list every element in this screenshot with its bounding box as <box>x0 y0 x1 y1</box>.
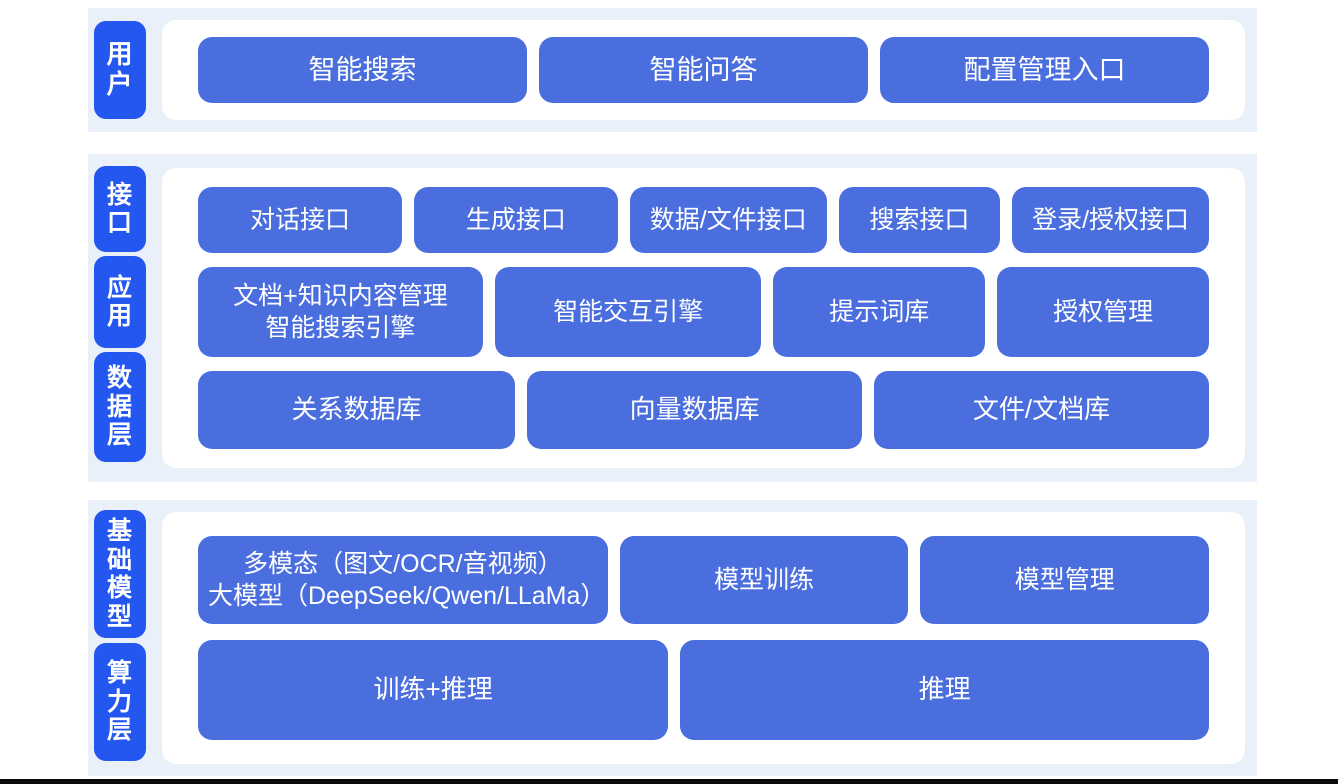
layer-tab-foundation-model[interactable]: 基 础 模 型 <box>94 510 146 638</box>
application-row: 文档+知识内容管理 智能搜索引擎 智能交互引擎 提示词库 授权管理 <box>198 267 1209 357</box>
box-model-management[interactable]: 模型管理 <box>920 536 1210 624</box>
box-config-management-entry[interactable]: 配置管理入口 <box>880 37 1209 103</box>
layer-band-user: 用 户 智能搜索 智能问答 配置管理入口 <box>88 8 1257 132</box>
layer-tab-compute-power-char-2: 层 <box>106 716 133 745</box>
layer-tab-foundation-model-char-3: 型 <box>106 602 133 631</box>
model-row: 多模态（图文/OCR/音视频） 大模型（DeepSeek/Qwen/LLaMa）… <box>198 536 1210 624</box>
layer-tab-foundation-model-char-0: 基 <box>106 517 133 545</box>
layer-tab-foundation-model-char-1: 础 <box>106 545 133 574</box>
box-model-training[interactable]: 模型训练 <box>619 536 909 624</box>
box-prompt-library[interactable]: 提示词库 <box>773 267 986 357</box>
layer-tab-data[interactable]: 数 据 层 <box>94 352 146 462</box>
box-login-auth-interface[interactable]: 登录/授权接口 <box>1012 187 1209 253</box>
box-authorization-management[interactable]: 授权管理 <box>997 267 1209 357</box>
layer-tab-interface-char-0: 接 <box>106 180 133 209</box>
box-training-and-inference[interactable]: 训练+推理 <box>198 640 669 740</box>
layer-tab-application-char-0: 应 <box>106 273 133 302</box>
layer-panel-base: 多模态（图文/OCR/音视频） 大模型（DeepSeek/Qwen/LLaMa）… <box>162 512 1245 764</box>
data-row: 关系数据库 向量数据库 文件/文档库 <box>198 371 1209 449</box>
layer-tab-user-char-1: 户 <box>106 69 134 99</box>
box-inference[interactable]: 推理 <box>680 640 1209 740</box>
box-document-knowledge-content-management[interactable]: 文档+知识内容管理 智能搜索引擎 <box>198 267 483 357</box>
box-file-document-store[interactable]: 文件/文档库 <box>874 371 1209 449</box>
layer-tab-compute-power-char-0: 算 <box>106 659 133 688</box>
layer-tab-data-char-1: 据 <box>106 392 133 421</box>
layer-tab-column-middle: 接 口 应 用 数 据 层 <box>88 154 152 482</box>
layer-tab-user-char-0: 用 <box>106 39 134 70</box>
layer-tab-user[interactable]: 用 户 <box>94 21 146 119</box>
layer-tab-interface[interactable]: 接 口 <box>94 166 146 252</box>
box-multimodal-large-model[interactable]: 多模态（图文/OCR/音视频） 大模型（DeepSeek/Qwen/LLaMa） <box>198 536 608 624</box>
user-row: 智能搜索 智能问答 配置管理入口 <box>198 37 1209 103</box>
box-relational-database[interactable]: 关系数据库 <box>198 371 516 449</box>
box-smart-search[interactable]: 智能搜索 <box>198 37 527 103</box>
layer-tab-application-char-1: 用 <box>106 302 133 330</box>
layer-band-base: 基 础 模 型 算 力 层 多模态（图文/OCR/音视频） 大模型（DeepSe… <box>88 500 1257 776</box>
power-row: 训练+推理 推理 <box>198 640 1209 740</box>
layer-tab-compute-power[interactable]: 算 力 层 <box>94 643 146 761</box>
layer-tab-column-user: 用 户 <box>88 8 152 132</box>
box-smart-interaction-engine[interactable]: 智能交互引擎 <box>494 267 762 357</box>
layer-band-middle: 接 口 应 用 数 据 层 对话接口 生成接口 数据/文件接口 搜索接口 登录/… <box>88 154 1257 482</box>
box-data-file-interface[interactable]: 数据/文件接口 <box>629 187 827 253</box>
box-search-interface[interactable]: 搜索接口 <box>838 187 1001 253</box>
layer-tab-foundation-model-char-2: 模 <box>106 574 133 602</box>
layer-panel-user: 智能搜索 智能问答 配置管理入口 <box>162 20 1245 120</box>
box-generation-interface[interactable]: 生成接口 <box>413 187 618 253</box>
layer-tab-data-char-0: 数 <box>106 364 133 393</box>
layer-panel-middle: 对话接口 生成接口 数据/文件接口 搜索接口 登录/授权接口 文档+知识内容管理… <box>162 168 1245 468</box>
layer-tab-interface-char-1: 口 <box>106 209 133 237</box>
box-smart-qa[interactable]: 智能问答 <box>539 37 868 103</box>
bottom-rule <box>0 779 1338 784</box>
box-vector-database[interactable]: 向量数据库 <box>527 371 863 449</box>
box-dialog-interface[interactable]: 对话接口 <box>198 187 402 253</box>
layer-tab-compute-power-char-1: 力 <box>106 687 133 716</box>
layer-tab-column-base: 基 础 模 型 算 力 层 <box>88 500 152 776</box>
layer-tab-application[interactable]: 应 用 <box>94 256 146 348</box>
interface-row: 对话接口 生成接口 数据/文件接口 搜索接口 登录/授权接口 <box>198 187 1209 253</box>
layer-tab-data-char-2: 层 <box>106 421 133 450</box>
